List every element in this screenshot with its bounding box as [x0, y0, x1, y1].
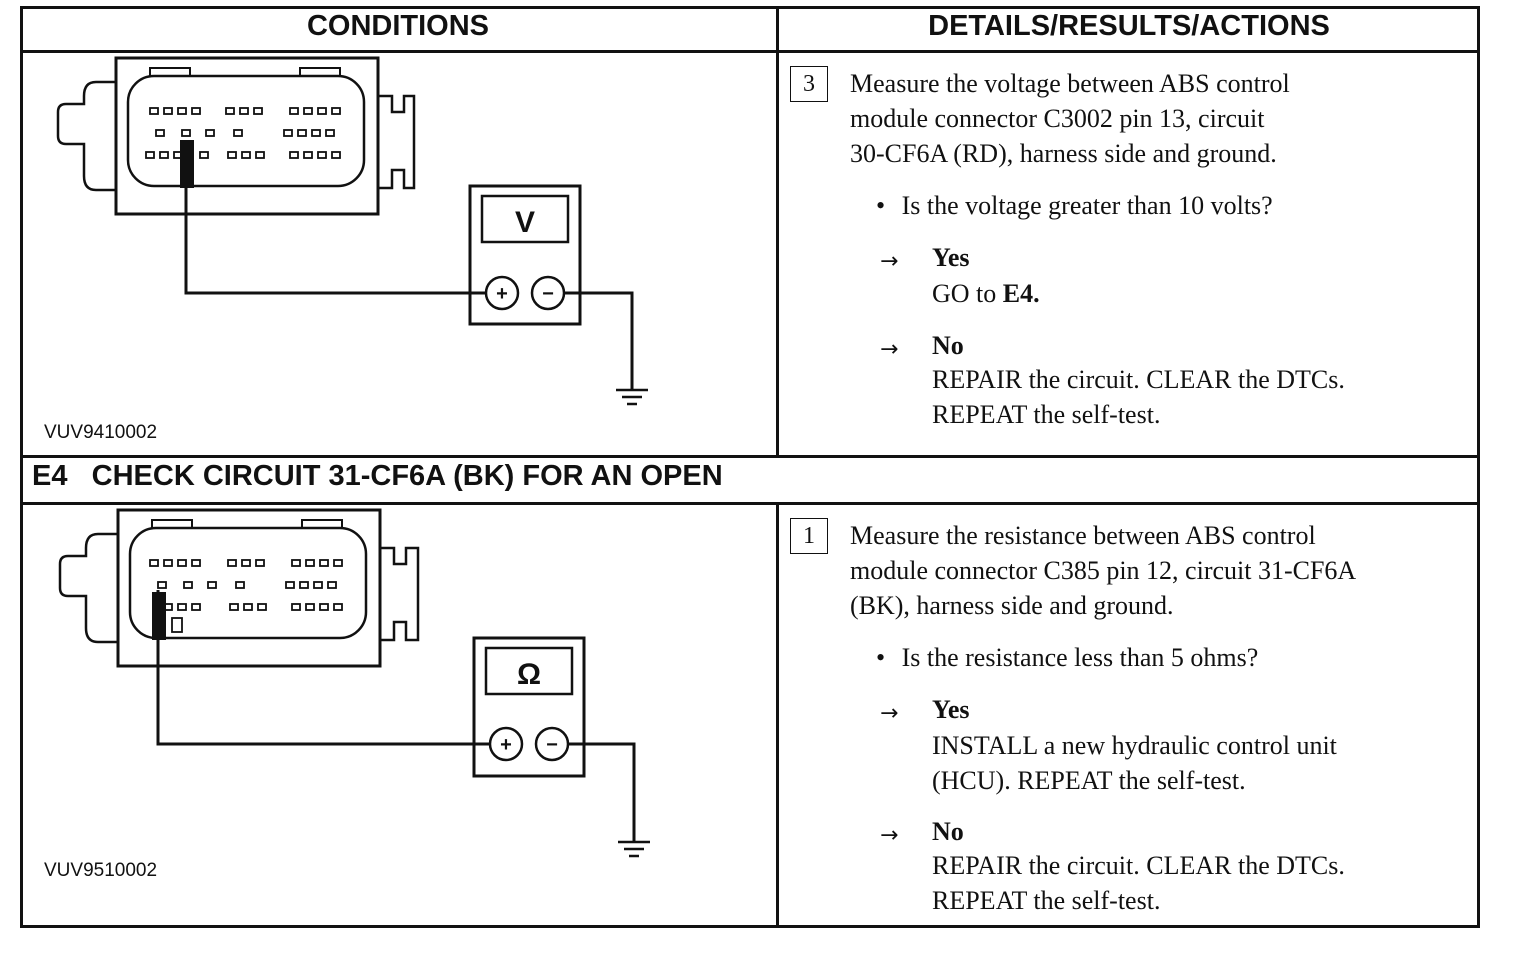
header-divider	[20, 50, 1480, 53]
step3-yes-action-target: E4.	[1002, 279, 1040, 308]
meter-symbol-voltage: V	[515, 206, 535, 239]
bullet-icon: •	[876, 643, 886, 672]
step3-instruction: Measure the voltage between ABS control …	[850, 66, 1290, 171]
step1-no-action-line-2: REPEAT the self-test.	[932, 886, 1161, 915]
step1-no-action: REPAIR the circuit. CLEAR the DTCs. REPE…	[932, 848, 1345, 918]
arrow-icon: →	[880, 823, 899, 848]
terminal-plus-bottom: +	[500, 734, 512, 756]
meter-icon	[468, 184, 582, 326]
step1-instruction-line-1: Measure the resistance between ABS contr…	[850, 521, 1316, 550]
step3-no-label: No	[932, 331, 964, 360]
step1-instruction-line-2: module connector C385 pin 12, circuit 31…	[850, 556, 1357, 585]
figure-code-bottom: VUV9510002	[44, 860, 158, 881]
terminal-plus-top: +	[496, 283, 508, 305]
step1-instruction-line-3: (BK), harness side and ground.	[850, 591, 1174, 620]
step1-yes-action-line-1: INSTALL a new hydraulic control unit	[932, 731, 1337, 760]
figure-code-top: VUV9410002	[44, 422, 158, 443]
step1-instruction: Measure the resistance between ABS contr…	[850, 518, 1356, 623]
arrow-icon: →	[880, 337, 899, 362]
step1-question: • Is the resistance less than 5 ohms?	[876, 640, 1258, 675]
ground-icon	[616, 388, 648, 406]
step3-yes-action: GO to E4.	[932, 276, 1040, 311]
step1-question-text: Is the resistance less than 5 ohms?	[901, 643, 1259, 672]
step3-instruction-line-3: 30-CF6A (RD), harness side and ground.	[850, 139, 1277, 168]
connector-icon	[58, 508, 420, 668]
meter-symbol-ohm: Ω	[517, 658, 541, 691]
step3-panel: 3 Measure the voltage between ABS contro…	[780, 56, 1470, 454]
header-conditions: CONDITIONS	[306, 10, 490, 42]
arrow-icon: →	[880, 249, 899, 274]
step3-instruction-line-2: module connector C3002 pin 13, circuit	[850, 104, 1265, 133]
step1-no-label: No	[932, 817, 964, 846]
meter-icon	[472, 636, 586, 778]
step1-yes-action: INSTALL a new hydraulic control unit (HC…	[932, 728, 1337, 798]
connector-icon	[56, 56, 416, 216]
ground-icon	[618, 840, 650, 858]
step1-panel: 1 Measure the resistance between ABS con…	[780, 508, 1470, 924]
step3-no-action: REPAIR the circuit. CLEAR the DTCs. REPE…	[932, 362, 1345, 432]
header-details: DETAILS/RESULTS/ACTIONS	[928, 10, 1330, 42]
terminal-minus-bottom: −	[546, 734, 558, 756]
column-divider-bottom	[776, 502, 779, 928]
step3-no-action-line-1: REPAIR the circuit. CLEAR the DTCs.	[932, 365, 1345, 394]
step1-yes-action-line-2: (HCU). REPEAT the self-test.	[932, 766, 1246, 795]
step1-yes-label: Yes	[932, 695, 970, 724]
step3-instruction-line-1: Measure the voltage between ABS control	[850, 69, 1290, 98]
step3-yes-label: Yes	[932, 243, 970, 272]
column-divider-top	[776, 6, 779, 457]
section-divider-bottom	[20, 502, 1480, 505]
step3-question-text: Is the voltage greater than 10 volts?	[901, 191, 1273, 220]
step-number-3: 3	[790, 66, 828, 102]
arrow-icon: →	[880, 701, 899, 726]
section-e4-title: E4 CHECK CIRCUIT 31-CF6A (BK) FOR AN OPE…	[32, 460, 723, 492]
table-frame	[20, 6, 1480, 928]
step3-yes-action-prefix: GO to	[932, 279, 1003, 308]
step3-no-action-line-2: REPEAT the self-test.	[932, 400, 1161, 429]
terminal-minus-top: −	[542, 283, 554, 305]
section-divider-top	[20, 455, 1480, 458]
bullet-icon: •	[876, 191, 886, 220]
step1-no-action-line-1: REPAIR the circuit. CLEAR the DTCs.	[932, 851, 1345, 880]
step-number-1: 1	[790, 518, 828, 554]
step3-question: • Is the voltage greater than 10 volts?	[876, 188, 1273, 223]
